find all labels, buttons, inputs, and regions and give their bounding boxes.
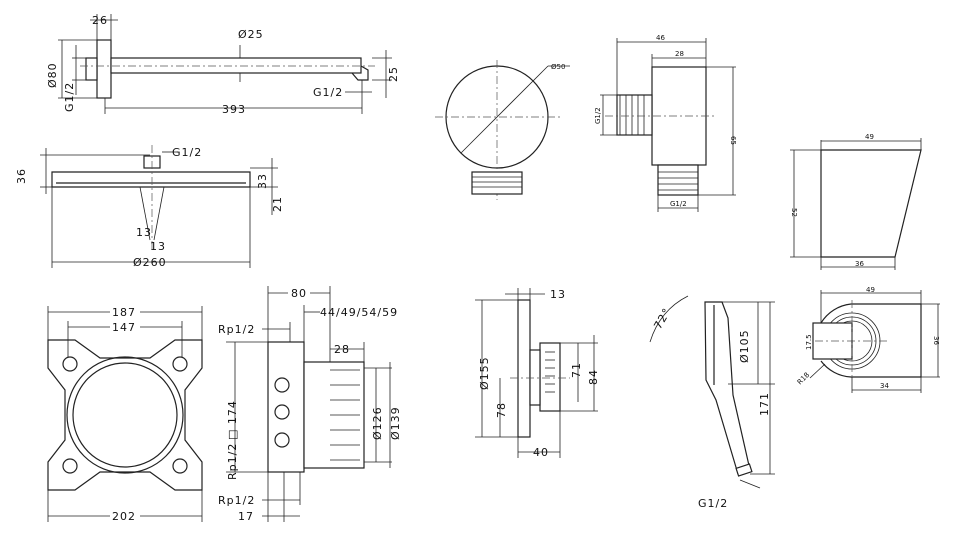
hand-shower-view: 72° Ø105 171 G1/2	[649, 295, 775, 510]
dim-holder-top: 49	[865, 133, 874, 141]
dim-holder-radius: R18	[796, 371, 811, 386]
dim-hand-thread: G1/2	[698, 497, 728, 510]
thermostat-trim-view: 13 Ø155 78 71 84 40	[475, 288, 600, 459]
dim-head-total-height: 36	[15, 168, 28, 184]
dim-outlet-thread-side: G1/2	[594, 107, 602, 124]
dim-arm-flange-depth: 26	[92, 14, 108, 27]
dim-arm-thread-right: G1/2	[313, 86, 343, 99]
dim-ibox-depth: 80	[291, 287, 307, 300]
holder-top-view: 49 17.5 36 R18 34	[796, 286, 940, 393]
dim-outlet-body: 28	[675, 50, 684, 58]
dim-holder-height: 52	[790, 208, 798, 217]
dim-plate-inner-width: 147	[112, 321, 136, 334]
dim-ibox-inner-dia: Ø126	[371, 406, 384, 440]
dim-outlet-height: 65	[729, 136, 737, 145]
mounting-plate-view: 187 147 202	[47, 305, 203, 523]
dim-hand-angle: 72°	[651, 306, 674, 332]
dim-outlet-thread-bottom: G1/2	[670, 200, 687, 208]
dim-outlet-diameter: Ø50	[551, 63, 565, 71]
dim-plate-total-width: 202	[112, 510, 136, 523]
dim-ibox-square: □ 174	[226, 400, 239, 440]
dim-holder-slot: 17.5	[805, 334, 813, 350]
dim-arm-diameter: Ø25	[238, 28, 264, 41]
dim-ibox-thread-bottom: Rp1/2	[218, 494, 255, 507]
dim-hand-length: 171	[758, 392, 771, 416]
holder-side-view: 49 52 36	[790, 133, 922, 270]
dim-arm-length: 393	[222, 103, 246, 116]
dim-trim-diameter: Ø155	[478, 356, 491, 390]
dim-ibox-depth-range: 44/49/54/59	[320, 306, 398, 319]
dim-holder-depth: 36	[932, 336, 940, 345]
dim-trim-plate-depth: 13	[550, 288, 566, 301]
dim-plate-outer-width: 187	[112, 306, 136, 319]
dim-ibox-offset: 17	[238, 510, 254, 523]
dim-ibox-inner-depth: 28	[334, 343, 350, 356]
dim-flange-diameter: Ø80	[46, 62, 59, 88]
wall-outlet-front-view: Ø50	[435, 60, 570, 200]
dim-trim-knob-height: 71	[570, 362, 583, 378]
dim-arm-thread-left: G1/2	[63, 82, 76, 112]
dim-holder-offset: 34	[880, 382, 889, 390]
shower-arm-view: 26 Ø25 Ø80 G1/2 393 G1/2 25	[46, 14, 400, 116]
dim-hand-head-dia: Ø105	[738, 329, 751, 363]
dim-trim-knob-outer: 84	[587, 369, 600, 385]
dim-trim-projection: 40	[533, 446, 549, 459]
dim-arm-outlet-height: 25	[387, 66, 400, 82]
ibox-side-view: 80 Rp1/2 44/49/54/59 28 □ 174 Rp1/2 Ø126…	[218, 286, 402, 523]
dim-head-height-right: 33	[256, 173, 269, 189]
dim-ibox-outer-dia: Ø139	[389, 406, 402, 440]
dim-head-angle-b: 13	[150, 240, 166, 253]
dim-head-thread: G1/2	[172, 146, 202, 159]
dim-ibox-thread-top: Rp1/2	[218, 323, 255, 336]
dim-holder-bottom: 36	[855, 260, 864, 268]
dim-holder-top-width: 49	[866, 286, 875, 294]
shower-head-view: G1/2 36 33 21 13 13 Ø260	[15, 145, 284, 269]
dim-ibox-thread-mid: Rp1/2	[226, 443, 239, 480]
dim-outlet-width: 46	[656, 34, 665, 42]
dim-head-angle-a: 13	[136, 226, 152, 239]
wall-outlet-side-view: 46 28 G1/2 65 G1/2	[594, 34, 737, 212]
dim-head-edge-height: 21	[271, 196, 284, 212]
dim-trim-center-height: 78	[495, 402, 508, 418]
dim-head-diameter: Ø260	[133, 256, 167, 269]
